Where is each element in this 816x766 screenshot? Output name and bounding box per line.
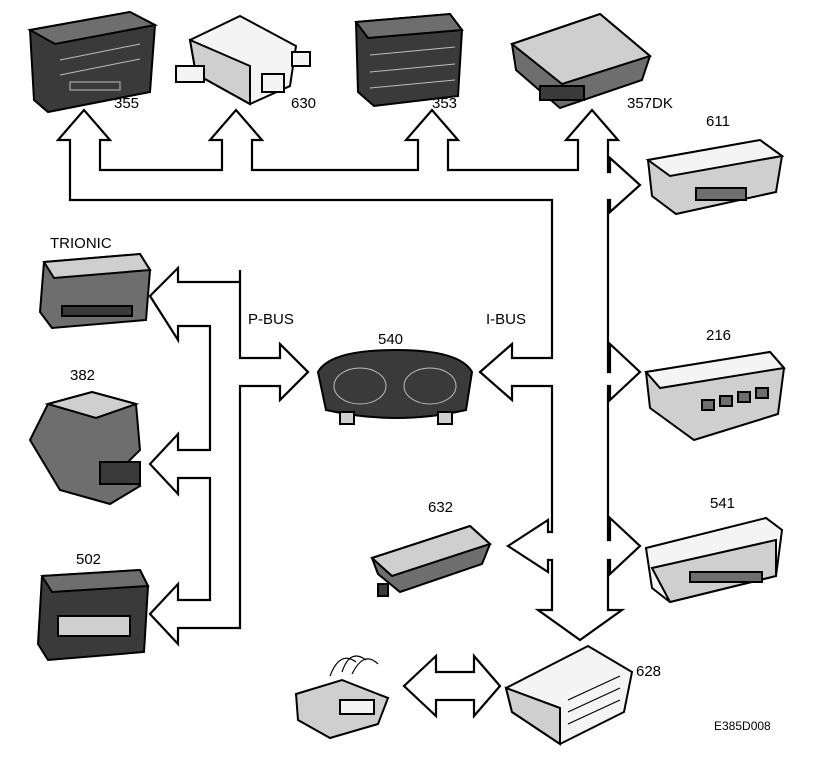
diag-connector-arrow <box>402 653 502 719</box>
module-353-device <box>354 12 464 108</box>
module-630-device <box>175 14 311 106</box>
module-541-device <box>644 516 784 604</box>
i-bus-upper-network <box>55 108 642 642</box>
figure-code: E385D008 <box>714 719 771 733</box>
label-540: 540 <box>378 331 403 348</box>
module-502-device <box>36 568 150 662</box>
module-216-buttons <box>701 387 769 411</box>
label-382: 382 <box>70 367 95 384</box>
module-540-device <box>316 348 474 425</box>
label-trionic: TRIONIC <box>50 235 112 252</box>
label-628: 628 <box>636 663 661 680</box>
module-632-device <box>370 524 492 597</box>
module-216-device <box>644 350 786 442</box>
label-355: 355 <box>114 95 139 112</box>
label-216: 216 <box>706 327 731 344</box>
module-382-device <box>28 390 142 506</box>
label-502: 502 <box>76 551 101 568</box>
module-355-device <box>27 10 159 114</box>
p-bus-label: P-BUS <box>248 311 294 328</box>
module-628-device <box>504 644 634 746</box>
module-357dk-device <box>509 12 653 110</box>
label-353: 353 <box>432 95 457 112</box>
i-bus-label: I-BUS <box>486 311 526 328</box>
label-541: 541 <box>710 495 735 512</box>
label-632: 632 <box>428 499 453 516</box>
module-611-device <box>645 138 785 216</box>
p-bus-network <box>148 265 310 647</box>
label-611: 611 <box>706 113 730 130</box>
label-357dk: 357DK <box>627 95 673 112</box>
label-630: 630 <box>291 95 316 112</box>
module-trionic-device <box>38 252 152 330</box>
diagnostic-connector-device <box>294 655 390 740</box>
